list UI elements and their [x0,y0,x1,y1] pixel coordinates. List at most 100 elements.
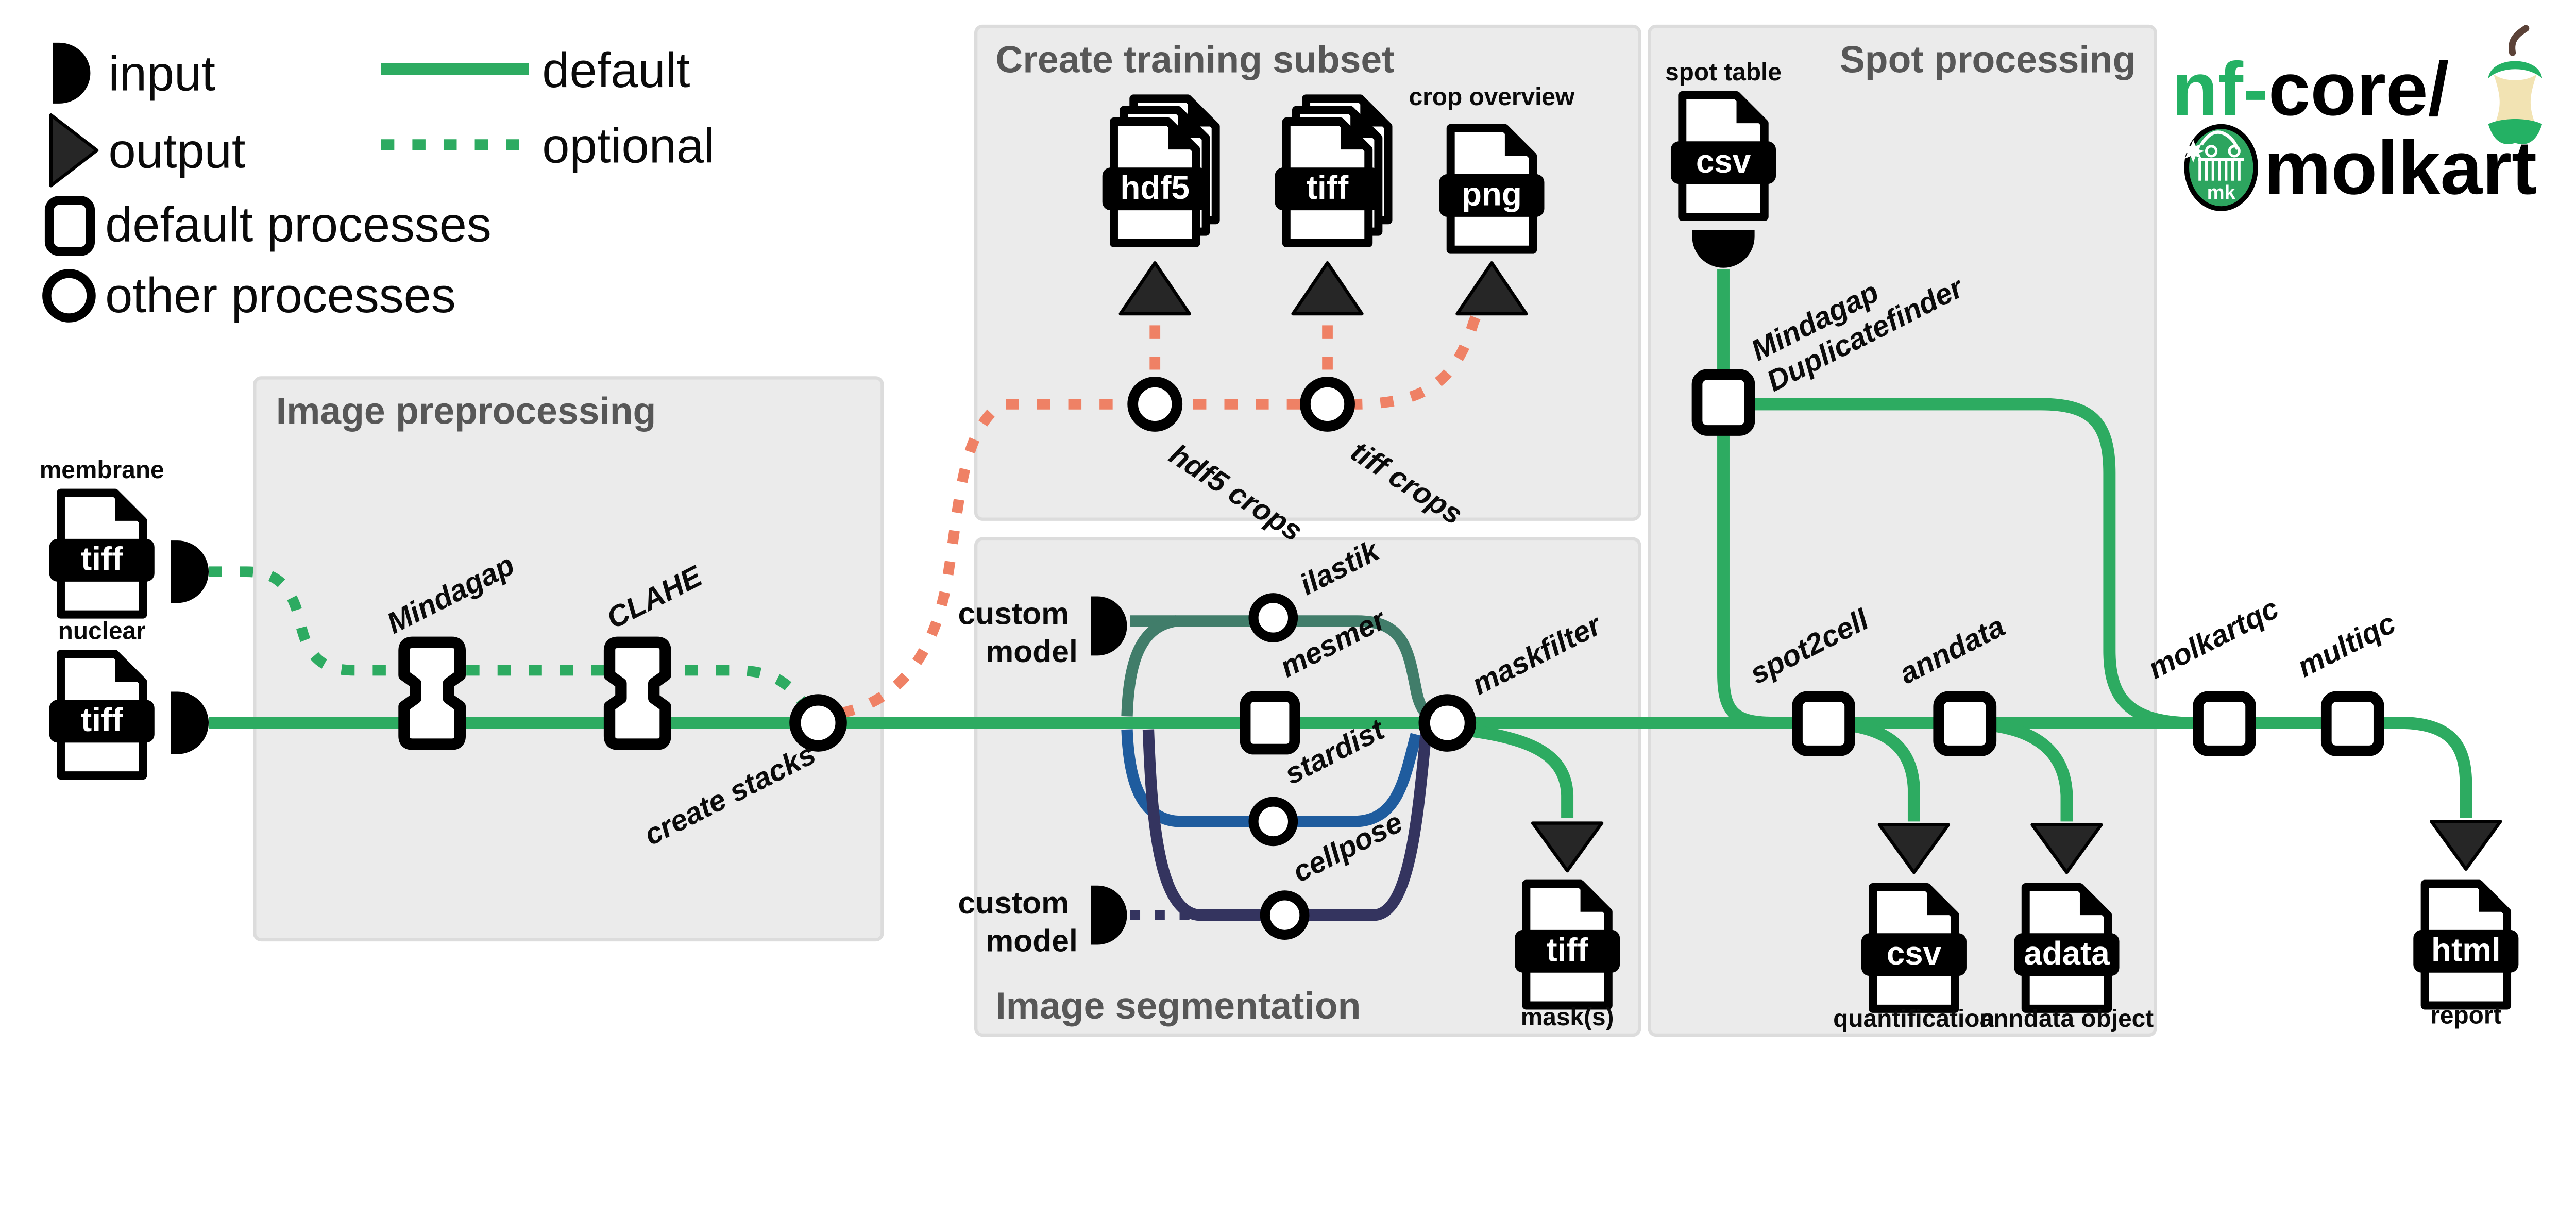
box-image-segmentation [974,537,1641,1037]
logo-badge-text: mk [2207,181,2236,204]
edge-training-optional [840,303,1485,719]
png-ext: png [1462,176,1522,213]
custom-model-top-line2: model [986,634,1077,669]
nuclear-ext: tiff [81,701,123,738]
file-icon-report: html [2413,879,2519,1010]
edge-cellpose [1142,729,1432,921]
title-image-preprocessing: Image preprocessing [276,390,656,432]
node-anndata [1933,691,1997,756]
legend-default-processes-label: default processes [105,197,492,252]
file-icon-mask: tiff [1515,879,1620,1010]
quantification-caption: quantification [1833,1005,1995,1033]
anndata-output-icon [2030,823,2103,874]
file-icon-tiff-stack: tiff [1275,94,1393,247]
node-hdf5-crops [1127,377,1183,432]
label-custom-model-bottom: custom model [958,885,1078,958]
edge-spot2cell-output [1842,718,1920,822]
legend: input output default processes other pro… [42,42,715,323]
hdf5-output-icon [1118,261,1191,316]
apple-core-icon [2488,25,2543,144]
logo-nf: nf [2172,47,2244,131]
box-spot-processing [1648,24,2157,1037]
custom-model-bottom-input-icon [1091,885,1127,945]
output-markers [1118,261,2502,874]
membrane-caption: membrane [40,456,164,484]
hdf5-ext: hdf5 [1120,169,1190,206]
title-image-segmentation: Image segmentation [995,985,1361,1027]
quantification-ext: csv [1887,935,1942,972]
membrane-input-icon [171,540,209,603]
custom-model-top-input-icon [1091,596,1127,656]
logo-nf-core-text: nf-core/ [2172,47,2449,131]
logo-pipeline-text: molkart [2264,126,2537,210]
file-icon-quantification: csv [1861,883,1967,1013]
nuclear-caption: nuclear [58,617,146,645]
edge-maskfilter-output [1460,723,1574,818]
node-tiff-crops [1300,377,1355,432]
custom-model-top-line1: custom [958,596,1069,631]
pipeline-diagram: Image preprocessing Create training subs… [40,24,2543,1037]
tiff-output-icon [1291,261,1364,316]
label-custom-model-top: custom model [958,596,1078,669]
file-icon-membrane: tiff [49,488,155,619]
membrane-ext: tiff [81,540,123,577]
quantification-output-icon [1877,823,1951,874]
title-spot-processing: Spot processing [1840,38,2136,80]
custom-model-bottom-line2: model [986,923,1077,958]
nuclear-input-icon [171,691,209,754]
spot-table-ext: csv [1696,143,1751,180]
edge-ilastik-branch [1121,615,1178,717]
node-clahe [603,636,671,750]
legend-other-processes-label: other processes [105,268,456,323]
legend-output-label: output [108,123,245,178]
crop-overview-caption: crop overview [1409,83,1575,111]
tiff-ext: tiff [1307,169,1349,206]
custom-model-bottom-line1: custom [958,885,1069,920]
legend-output-icon [49,113,99,188]
label-molkartqc: molkartqc [2143,592,2284,686]
file-icon-spot-table: csv [1670,91,1776,221]
input-markers [171,230,1755,945]
node-mindagap [398,636,466,750]
title-create-training-subset: Create training subset [995,38,1394,80]
file-icon-nuclear: tiff [49,650,155,780]
node-duplicatefinder [1691,369,1755,436]
node-ilastik [1248,593,1298,642]
edge-multiqc-output [2355,717,2472,818]
edge-duplicatefinder-right [1750,398,2182,729]
legend-optional-label: optional [542,119,715,174]
node-mesmer [1240,691,1300,755]
edge-anndata-output [1984,718,2073,822]
file-icon-anndata: adata [2014,883,2120,1013]
file-icon-hdf5-stack: hdf5 [1102,94,1220,247]
file-icons: tiff membrane tiff nuclear csv spot tabl… [40,59,2519,1033]
node-multiqc [2320,691,2384,756]
legend-default-process-icon [44,196,95,256]
node-stardist [1248,797,1298,847]
mask-ext: tiff [1546,931,1588,968]
label-multiqc: multiqc [2292,606,2401,684]
molkart-badge-icon: mk [2181,124,2258,211]
legend-default-label: default [542,43,690,98]
node-cellpose [1260,890,1310,940]
legend-other-process-icon [42,269,96,323]
mask-caption: mask(s) [1521,1004,1614,1031]
logo: nf-core/ mk molkart [2172,25,2543,211]
box-image-preprocessing [253,376,884,942]
mask-output-icon [1531,821,1604,873]
node-create-stacks [789,694,847,752]
spot-table-input-icon [1692,230,1755,268]
legend-input-label: input [108,46,215,101]
anndata-ext: adata [2024,935,2110,972]
report-ext: html [2431,931,2501,968]
spot-table-caption: spot table [1665,59,1782,86]
report-caption: report [2430,1002,2501,1029]
node-spot2cell [1792,691,1855,756]
report-output-icon [2430,820,2502,871]
edge-membrane-optional [208,566,808,706]
png-output-icon [1455,261,1528,316]
file-icon-png: png [1439,124,1545,254]
anndata-caption: anndata object [1980,1005,2154,1033]
node-maskfilter [1418,694,1477,752]
node-molkartqc [2193,691,2256,756]
